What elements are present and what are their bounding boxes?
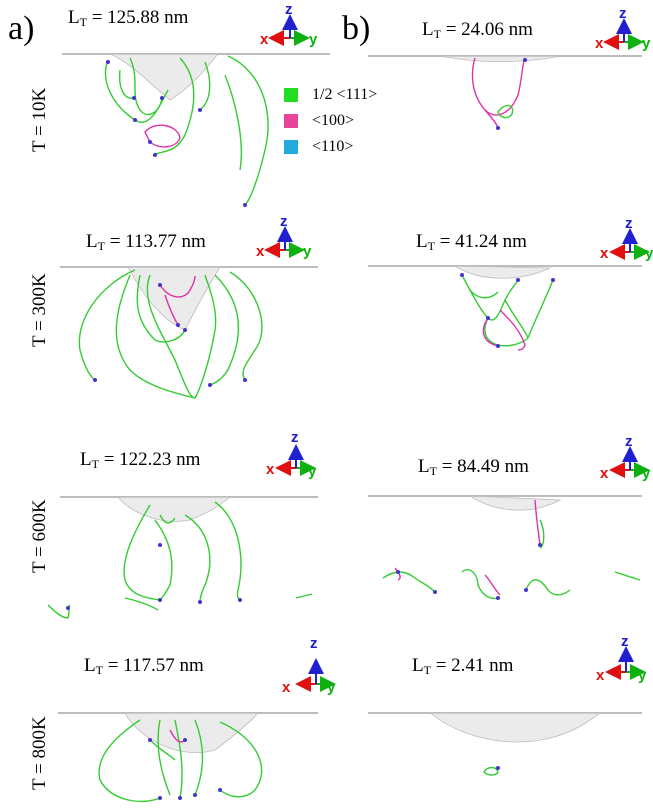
legend-swatch-100 bbox=[284, 114, 298, 128]
legend-swatch-111 bbox=[284, 88, 298, 102]
svg-text:y: y bbox=[303, 243, 312, 260]
nodes-a-10k bbox=[106, 60, 247, 207]
surface-b-800k bbox=[368, 712, 642, 743]
legend-label-110: <110> bbox=[312, 138, 354, 155]
axis-triad-a-300k: x y z bbox=[256, 213, 312, 260]
surface-a-300k bbox=[60, 266, 318, 331]
svg-text:z: z bbox=[621, 633, 629, 650]
panel-label-b: b) bbox=[342, 10, 371, 47]
nodes-a-800k bbox=[148, 738, 222, 800]
dislocations-b-800k bbox=[483, 766, 499, 776]
svg-text:z: z bbox=[291, 429, 299, 446]
axis-y-label: y bbox=[309, 31, 318, 48]
legend-item-110: <110> bbox=[284, 134, 377, 160]
dislocations-a-800k bbox=[98, 719, 263, 803]
svg-text:z: z bbox=[625, 215, 633, 232]
surface-b-10k bbox=[368, 55, 642, 62]
legend-item-111: 1/2 <111> bbox=[284, 82, 377, 108]
length-label-a-10k: LT = 125.88 nm bbox=[68, 7, 189, 30]
svg-text:y: y bbox=[642, 35, 651, 52]
axis-triad-b-10k: x y z bbox=[595, 5, 651, 52]
dislocations-b-600k bbox=[382, 499, 641, 600]
legend: 1/2 <111> <100> <110> bbox=[284, 82, 377, 160]
nodes-b-600k bbox=[396, 543, 542, 600]
svg-text:y: y bbox=[308, 463, 317, 480]
dislocations-b-300k bbox=[461, 274, 554, 351]
nodes-a-300k bbox=[93, 283, 247, 387]
legend-item-100: <100> bbox=[284, 108, 377, 134]
legend-swatch-110 bbox=[284, 140, 298, 154]
axis-triad-b-600k: x y z bbox=[600, 433, 651, 482]
panel-label-a: a) bbox=[8, 10, 35, 47]
axis-x-label: x bbox=[260, 31, 269, 48]
svg-text:x: x bbox=[595, 35, 604, 52]
svg-text:x: x bbox=[282, 679, 291, 696]
length-label-a-800k: LT = 117.57 nm bbox=[84, 655, 204, 678]
svg-text:y: y bbox=[638, 667, 647, 684]
svg-text:z: z bbox=[625, 433, 633, 450]
length-label-a-600k: LT = 122.23 nm bbox=[80, 449, 201, 472]
length-label-b-300k: LT = 41.24 nm bbox=[416, 231, 527, 254]
axis-triad-a-10k: x y z bbox=[260, 1, 318, 48]
svg-text:y: y bbox=[327, 679, 336, 696]
legend-label-111: 1/2 <111> bbox=[312, 86, 378, 103]
axis-z-label: z bbox=[285, 1, 293, 18]
svg-text:y: y bbox=[642, 465, 651, 482]
legend-label-100: <100> bbox=[312, 112, 355, 129]
dislocations-a-600k bbox=[47, 501, 313, 619]
nodes-b-300k bbox=[460, 273, 555, 348]
surface-a-10k bbox=[62, 53, 330, 101]
svg-text:x: x bbox=[600, 245, 609, 262]
svg-text:x: x bbox=[596, 667, 605, 684]
axis-triad-a-600k: x y z bbox=[266, 429, 317, 480]
svg-text:x: x bbox=[266, 461, 275, 478]
svg-text:x: x bbox=[256, 243, 265, 260]
surface-b-600k bbox=[368, 495, 642, 511]
length-label-a-300k: LT = 113.77 nm bbox=[86, 231, 206, 254]
length-label-b-600k: LT = 84.49 nm bbox=[418, 456, 529, 479]
nodes-b-10k bbox=[496, 58, 527, 130]
length-label-b-10k: LT = 24.06 nm bbox=[422, 19, 533, 42]
surface-a-800k bbox=[58, 712, 318, 754]
axis-triad-a-800k: x y z bbox=[282, 635, 336, 696]
nodes-a-600k bbox=[66, 543, 242, 610]
surface-a-600k bbox=[60, 496, 318, 522]
svg-text:z: z bbox=[310, 635, 318, 652]
axis-triad-b-800k: x y z bbox=[596, 633, 647, 684]
axis-triad-b-300k: x y z bbox=[600, 215, 653, 262]
nodes-b-800k bbox=[496, 766, 500, 770]
dislocations-a-300k bbox=[78, 269, 263, 399]
length-label-b-800k: LT = 2.41 nm bbox=[412, 655, 514, 678]
svg-text:z: z bbox=[280, 213, 288, 230]
dislocations-b-10k bbox=[471, 57, 526, 129]
svg-text:y: y bbox=[645, 245, 653, 262]
svg-text:z: z bbox=[619, 5, 627, 22]
svg-text:x: x bbox=[600, 465, 609, 482]
surface-b-300k bbox=[368, 265, 642, 279]
